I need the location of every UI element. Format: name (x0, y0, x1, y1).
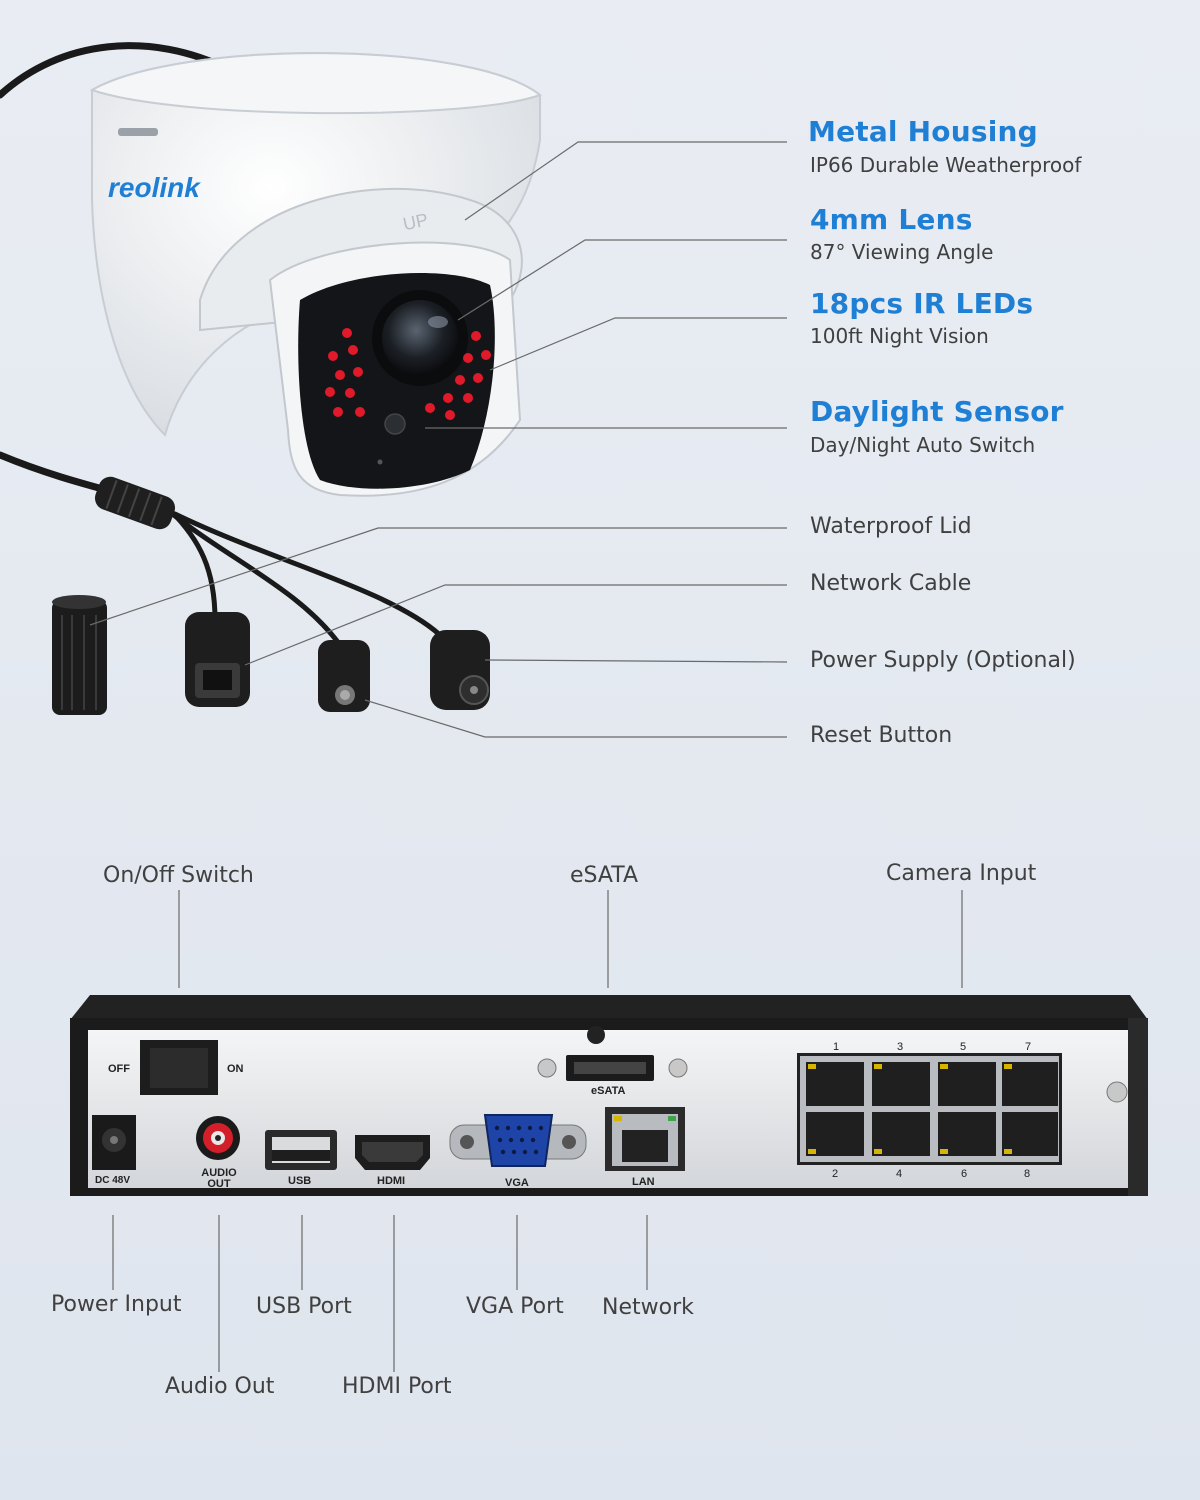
panel-hdmi-text: HDMI (377, 1175, 406, 1187)
ir-led-array (325, 328, 491, 420)
port-number: 8 (1024, 1168, 1031, 1180)
port-number: 1 (833, 1041, 840, 1053)
waterproof-lid (52, 595, 107, 715)
panel-usb-text: USB (288, 1175, 312, 1187)
panel-audio-text: AUDIO OUT (201, 1167, 237, 1190)
feature-title-metal-housing: Metal Housing (808, 115, 1038, 148)
port-number: 5 (960, 1041, 967, 1053)
camera-leader-lines (89, 141, 788, 738)
feature-title-ir-leds: 18pcs IR LEDs (810, 287, 1034, 320)
panel-off-text: OFF (108, 1063, 130, 1075)
label-esata: eSATA (570, 863, 639, 888)
port-number: 3 (897, 1041, 904, 1053)
feature-subtitle-daylight-sensor: Day/Night Auto Switch (810, 433, 1036, 457)
feature-subtitle-metal-housing: IP66 Durable Weatherproof (810, 153, 1082, 177)
label-hdmi-port: HDMI Port (342, 1374, 452, 1399)
label-network: Network (602, 1295, 694, 1320)
dome-camera (89, 52, 543, 497)
label-network-cable: Network Cable (810, 571, 972, 596)
port-number: 6 (961, 1168, 968, 1180)
label-audio-out: Audio Out (165, 1374, 275, 1399)
panel-on-text: ON (227, 1063, 244, 1075)
feature-title-daylight-sensor: Daylight Sensor (810, 395, 1064, 428)
label-vga-port: VGA Port (466, 1294, 564, 1319)
port-number: 4 (896, 1168, 903, 1180)
label-reset-button: Reset Button (810, 723, 953, 748)
reset-connector (318, 640, 370, 712)
port-number: 7 (1025, 1041, 1032, 1053)
feature-subtitle-lens: 87° Viewing Angle (810, 240, 994, 264)
feature-title-lens: 4mm Lens (810, 203, 973, 236)
port-number: 2 (832, 1168, 839, 1180)
camera-input-ports (806, 1062, 1058, 1156)
panel-dc-text: DC 48V (95, 1175, 131, 1186)
panel-vga-text: VGA (505, 1177, 529, 1189)
cable-splitter (94, 476, 176, 530)
panel-esata-text: eSATA (591, 1085, 626, 1097)
label-usb-port: USB Port (256, 1294, 352, 1319)
feature-subtitle-ir-leds: 100ft Night Vision (810, 324, 989, 348)
label-on-off-switch: On/Off Switch (103, 863, 254, 888)
label-camera-input: Camera Input (886, 861, 1037, 886)
nvr-recorder (70, 995, 1148, 1196)
nvr-leader-lines (112, 890, 963, 1372)
network-connector (185, 612, 250, 707)
power-connector (430, 630, 490, 710)
label-power-input: Power Input (51, 1292, 182, 1317)
panel-lan-text: LAN (632, 1176, 655, 1188)
label-power-supply: Power Supply (Optional) (810, 648, 1076, 673)
label-waterproof-lid: Waterproof Lid (810, 514, 972, 539)
brand-logo: reolink (108, 172, 201, 203)
